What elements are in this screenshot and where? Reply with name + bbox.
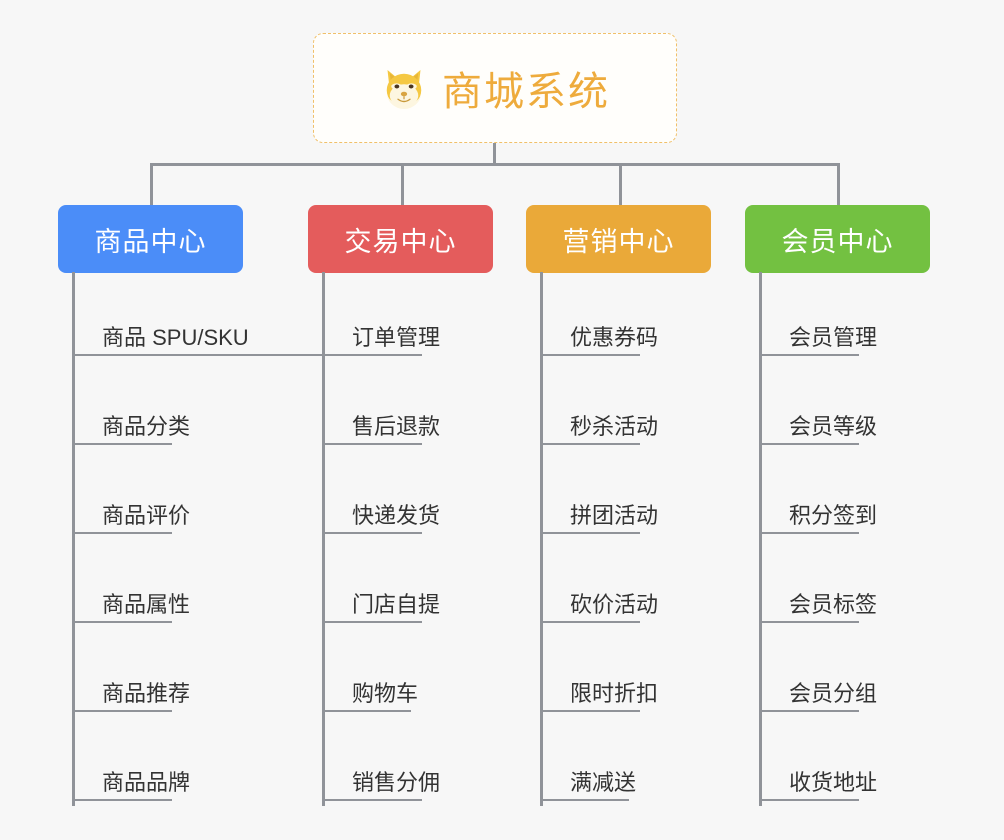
connector-drop-4 [837, 163, 840, 205]
leaf-item[interactable]: 商品推荐 [72, 656, 190, 712]
leaf-item-label: 购物车 [352, 680, 419, 706]
shiba-dog-face-icon [380, 64, 428, 112]
leaf-item[interactable]: 收货地址 [759, 745, 877, 801]
leaf-item[interactable]: 商品品牌 [72, 745, 190, 801]
leaf-item-label: 销售分佣 [352, 769, 441, 795]
leaf-item[interactable]: 销售分佣 [322, 745, 440, 801]
leaf-item[interactable]: 售后退款 [322, 389, 440, 445]
leaf-item[interactable]: 满减送 [540, 745, 636, 801]
leaf-item[interactable]: 商品属性 [72, 567, 190, 623]
column-trunk-4 [759, 272, 762, 806]
leaf-item-label: 满减送 [570, 769, 637, 795]
leaf-item[interactable]: 商品评价 [72, 478, 190, 534]
root-title: 商城系统 [442, 70, 610, 114]
branch-label-2: 交易中心 [344, 226, 457, 257]
leaf-item-label: 砍价活动 [570, 591, 659, 617]
connector-drop-2 [401, 163, 404, 205]
leaf-item-label: 会员标签 [789, 591, 878, 617]
branch-label-4: 会员中心 [781, 226, 894, 257]
leaf-item-label: 商品分类 [102, 413, 191, 439]
connector-root-stem [493, 143, 496, 165]
leaf-item[interactable]: 限时折扣 [540, 656, 658, 712]
leaf-item-label: 快递发货 [352, 502, 441, 528]
leaf-item-label: 会员分组 [789, 680, 878, 706]
leaf-item-label: 秒杀活动 [570, 413, 659, 439]
branch-box-3[interactable]: 营销中心 [526, 205, 711, 273]
leaf-item[interactable]: 会员管理 [759, 300, 877, 356]
leaf-item[interactable]: 会员分组 [759, 656, 877, 712]
connector-drop-3 [619, 163, 622, 205]
leaf-item-label: 售后退款 [352, 413, 441, 439]
leaf-item-label: 积分签到 [789, 502, 878, 528]
leaf-item[interactable]: 砍价活动 [540, 567, 658, 623]
branch-box-4[interactable]: 会员中心 [745, 205, 930, 273]
leaf-item-label: 商品品牌 [102, 769, 191, 795]
leaf-item[interactable]: 商品 SPU/SKU [72, 300, 326, 356]
column-trunk-3 [540, 272, 543, 806]
leaf-item-label: 门店自提 [352, 591, 441, 617]
leaf-item-label: 商品属性 [102, 591, 191, 617]
leaf-item[interactable]: 秒杀活动 [540, 389, 658, 445]
leaf-item[interactable]: 拼团活动 [540, 478, 658, 534]
leaf-item-label: 商品 SPU/SKU [102, 324, 249, 350]
connector-drop-1 [150, 163, 153, 205]
branch-label-3: 营销中心 [562, 226, 675, 257]
leaf-item[interactable]: 购物车 [322, 656, 418, 712]
leaf-item[interactable]: 门店自提 [322, 567, 440, 623]
leaf-item[interactable]: 积分签到 [759, 478, 877, 534]
leaf-item-label: 会员等级 [789, 413, 878, 439]
branch-box-1[interactable]: 商品中心 [58, 205, 243, 273]
leaf-item-label: 收货地址 [789, 769, 878, 795]
leaf-item-label: 优惠券码 [570, 324, 659, 350]
leaf-item[interactable]: 订单管理 [322, 300, 440, 356]
leaf-item-label: 限时折扣 [570, 680, 659, 706]
leaf-item-label: 会员管理 [789, 324, 878, 350]
leaf-item[interactable]: 优惠券码 [540, 300, 658, 356]
leaf-item[interactable]: 商品分类 [72, 389, 190, 445]
branch-label-1: 商品中心 [94, 226, 207, 257]
leaf-item-label: 拼团活动 [570, 502, 659, 528]
branch-box-2[interactable]: 交易中心 [308, 205, 493, 273]
leaf-item-label: 商品评价 [102, 502, 191, 528]
leaf-item[interactable]: 会员等级 [759, 389, 877, 445]
column-trunk-2 [322, 272, 325, 806]
connector-horizontal-bus [150, 163, 840, 166]
column-trunk-1 [72, 272, 75, 806]
leaf-item-label: 商品推荐 [102, 680, 191, 706]
leaf-item-label: 订单管理 [352, 324, 441, 350]
leaf-item[interactable]: 会员标签 [759, 567, 877, 623]
leaf-item[interactable]: 快递发货 [322, 478, 440, 534]
root-node[interactable]: 商城系统 [313, 33, 677, 143]
